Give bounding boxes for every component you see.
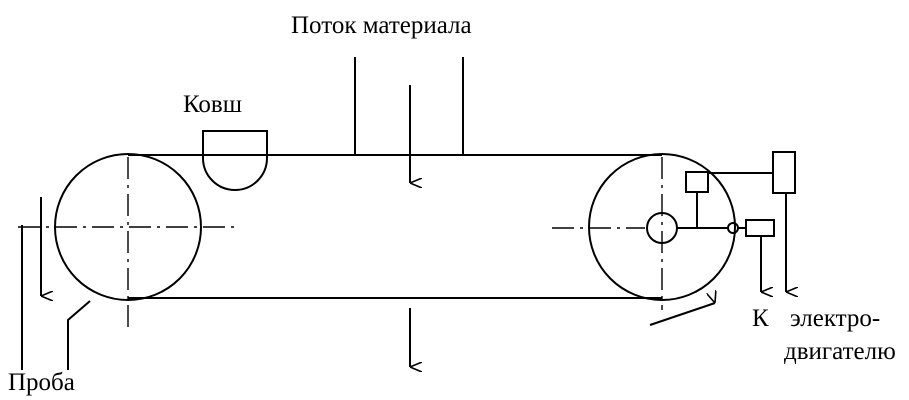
right-pulley bbox=[588, 153, 736, 301]
rotation-arrow bbox=[649, 303, 715, 326]
control-unit bbox=[772, 151, 796, 194]
to-label: К bbox=[752, 305, 769, 332]
sensor-box bbox=[745, 219, 775, 237]
material-flow-label: Поток материала bbox=[291, 12, 472, 39]
bucket bbox=[202, 130, 268, 191]
motor-label-line2: двигателю bbox=[784, 338, 896, 365]
motor-label-line1: электро- bbox=[790, 305, 881, 332]
bucket-label: Ковш bbox=[183, 91, 242, 118]
relay-box bbox=[685, 171, 709, 193]
coupling bbox=[727, 222, 739, 234]
sample-leader bbox=[67, 300, 91, 370]
sample-label: Проба bbox=[8, 369, 75, 396]
